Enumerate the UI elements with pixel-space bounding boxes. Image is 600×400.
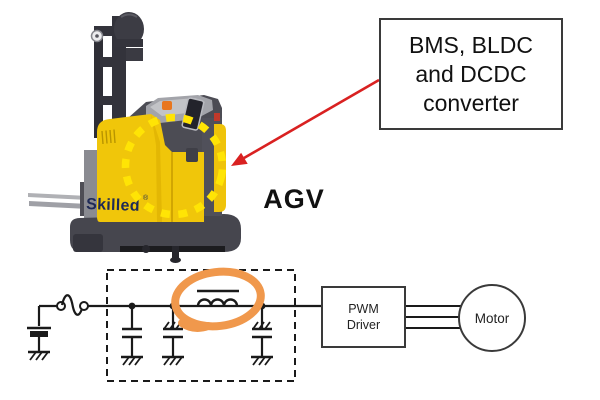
body-crease-shape xyxy=(151,114,162,222)
callout-box: BMS, BLDC and DCDC converter xyxy=(379,18,563,130)
motor-label: Motor xyxy=(474,310,510,326)
forklift-illustration: Skilled ® xyxy=(28,12,241,263)
circuit-diagram xyxy=(26,269,490,382)
forklift-mast-shape xyxy=(90,12,144,138)
vent-slots-shape xyxy=(101,129,116,145)
ac-input-symbol xyxy=(56,294,89,316)
inductor-highlight-ellipse xyxy=(171,267,265,332)
forklift-brand-text: Skilled xyxy=(86,196,140,215)
inductor-symbol xyxy=(196,289,239,307)
motor-circle: Motor xyxy=(458,284,526,352)
forklift-chassis-shape xyxy=(70,214,241,263)
callout-line: BMS, BLDC xyxy=(409,31,533,58)
marker-tail xyxy=(178,319,212,332)
reach-leg-shape xyxy=(84,150,97,220)
arrow-head xyxy=(231,152,248,166)
forklift-body-shape xyxy=(97,114,204,222)
highlight-dashed-circle xyxy=(121,113,227,219)
battery-capacitor xyxy=(26,306,52,362)
rear-yellow-strip-shape xyxy=(214,124,226,212)
capacitor-1 xyxy=(119,306,145,367)
callout-arrow xyxy=(231,78,380,166)
tail-light-shape xyxy=(214,113,220,121)
callout-line: converter xyxy=(423,89,519,116)
agv-label: AGV xyxy=(263,184,325,214)
latch-shape xyxy=(186,148,198,162)
forklift-brand-mark: ® xyxy=(143,194,149,202)
emi-filter-dashed-box xyxy=(106,269,296,382)
capacitor-3 xyxy=(249,306,275,367)
pwm-driver-box: PWM Driver xyxy=(321,286,406,348)
callout-line: and DCDC xyxy=(415,60,527,87)
pwm-driver-line1: PWM xyxy=(348,302,379,316)
pwm-driver-line2: Driver xyxy=(346,318,381,332)
beacon-light-shape xyxy=(162,101,172,110)
